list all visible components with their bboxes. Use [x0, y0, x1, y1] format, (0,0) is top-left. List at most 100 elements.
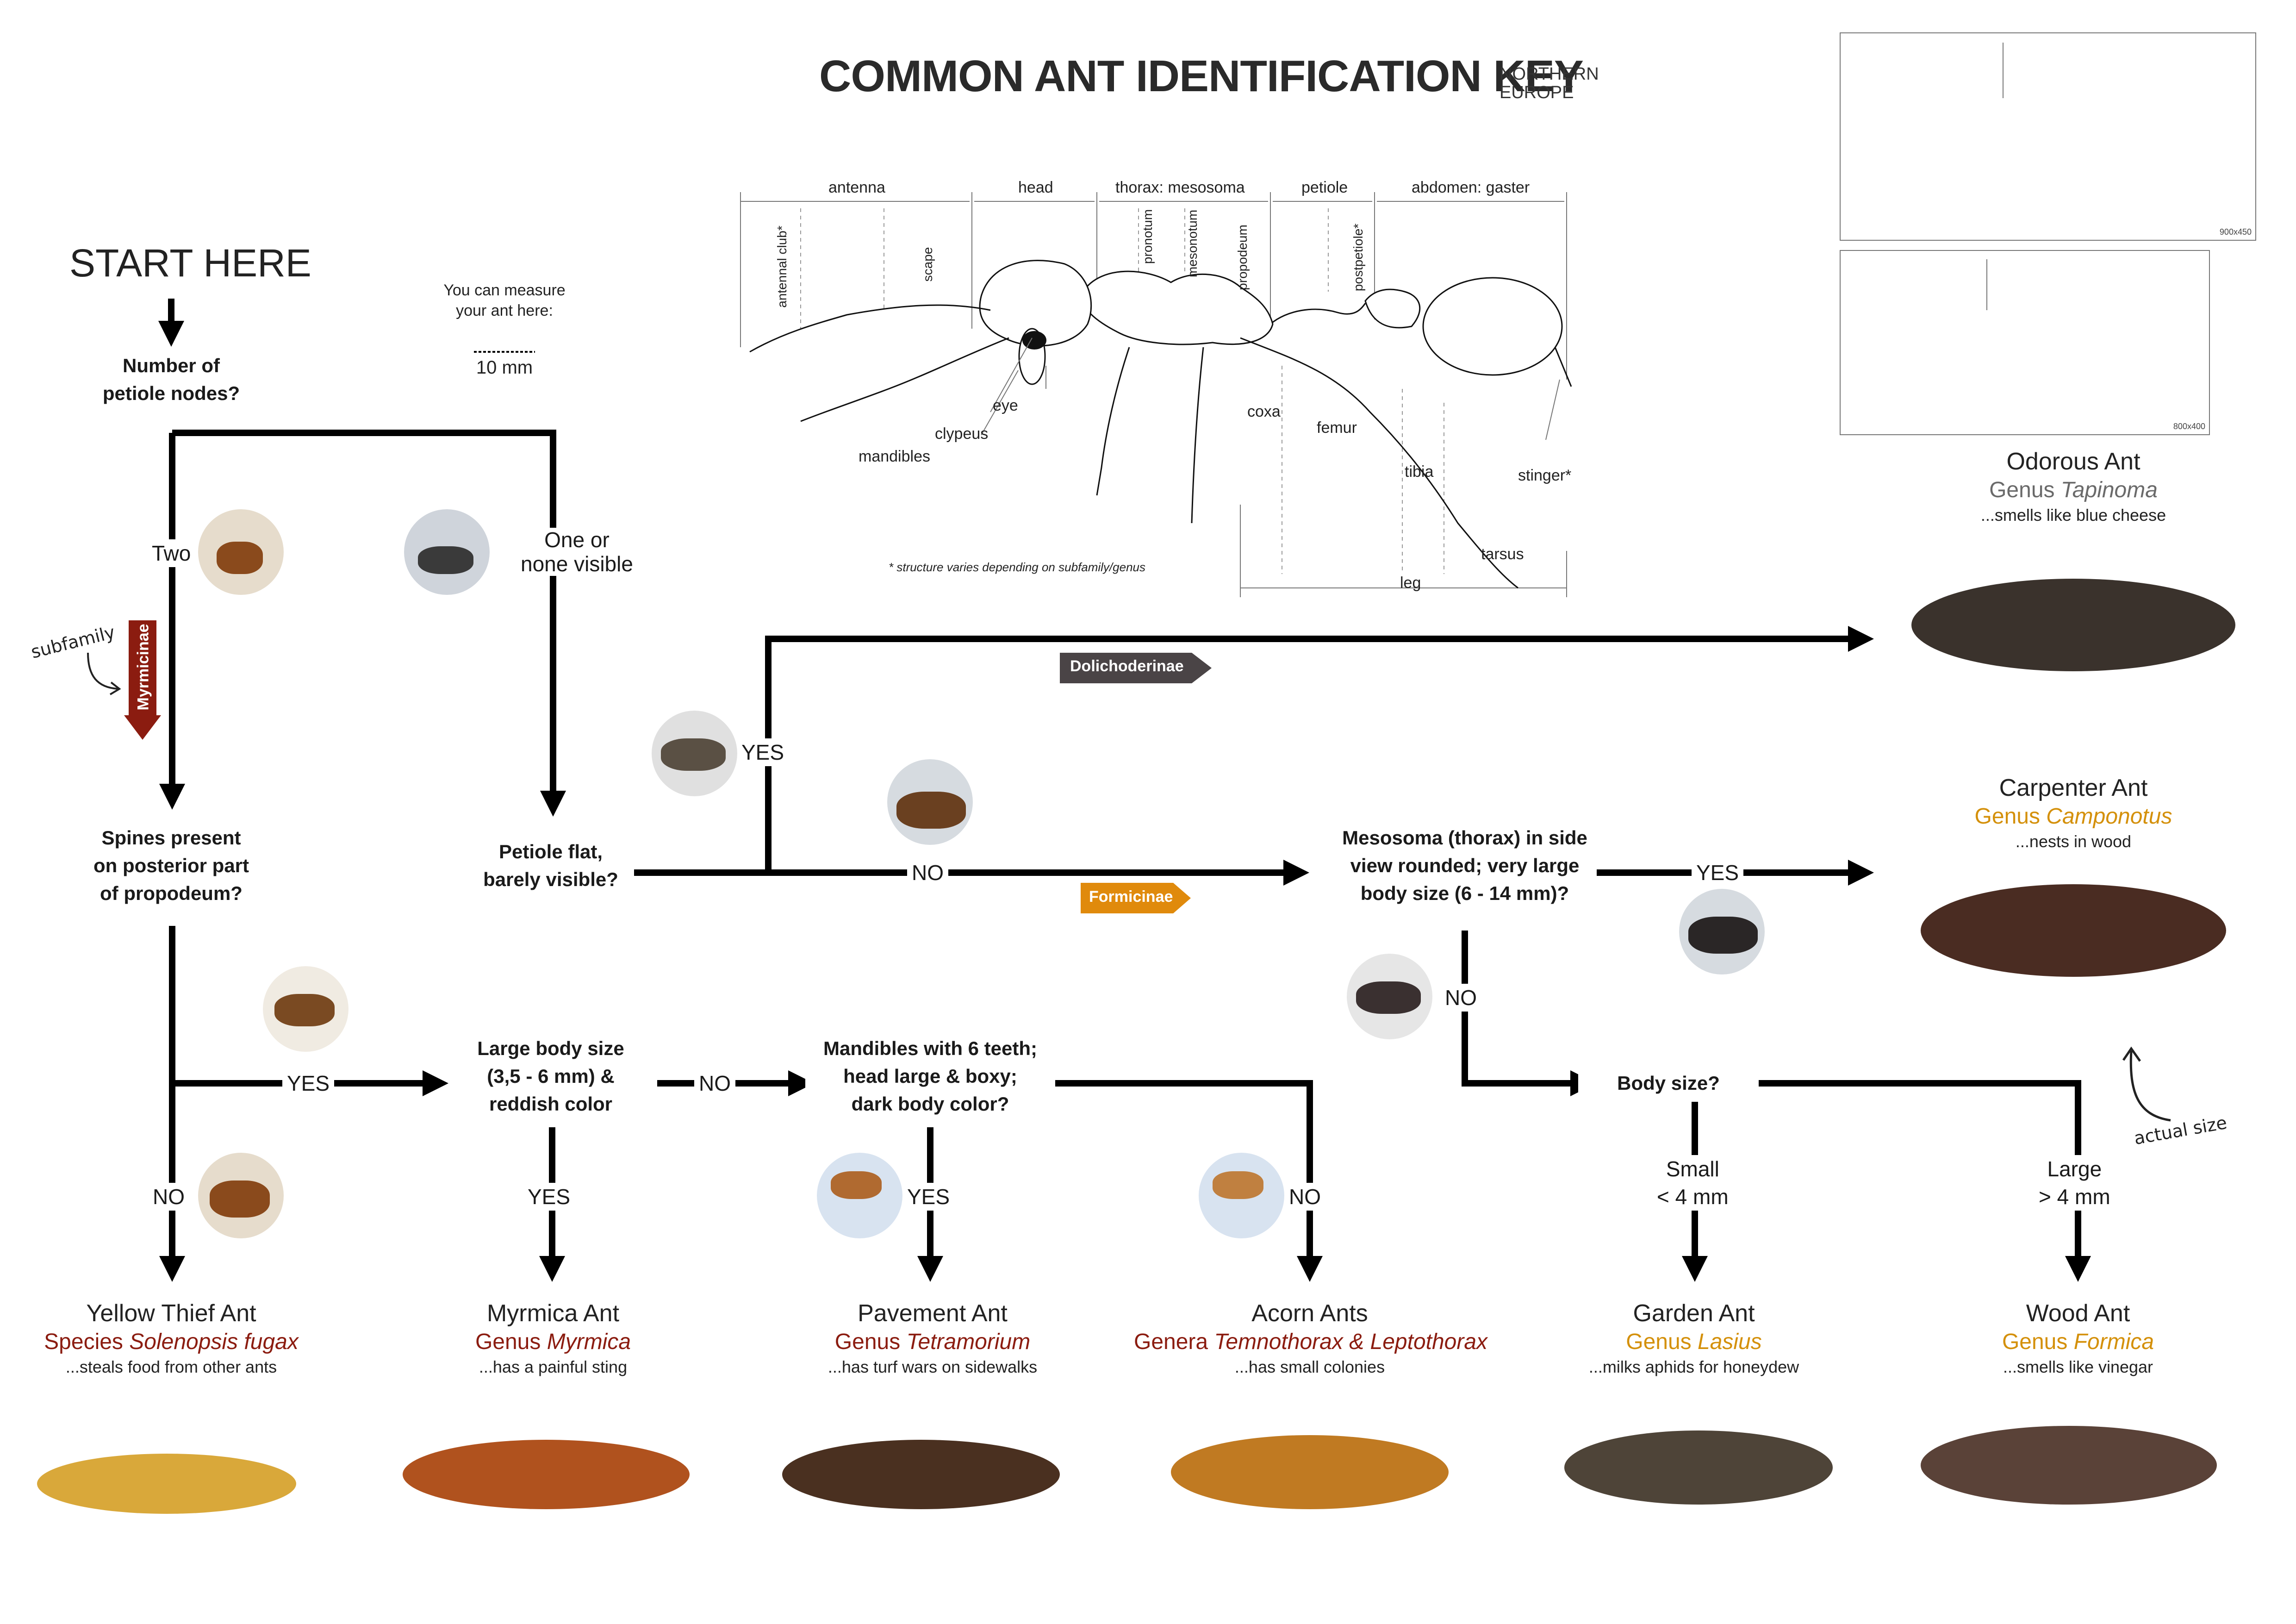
question-body-size: Body size?	[1578, 1069, 1759, 1097]
detail-photo-few-teeth	[1199, 1153, 1284, 1238]
answer-mesosoma-no: NO	[1440, 984, 1481, 1012]
species-rank: Genus	[2002, 1330, 2068, 1354]
detail-photo-raised-petiole	[887, 759, 973, 845]
answer-mandibles-no: NO	[1284, 1183, 1325, 1211]
placeholder-small: 800x400	[1840, 250, 2210, 435]
anat-postpetiole: postpetiole*	[1351, 223, 1365, 292]
species-scientific-name: Genera Temnothorax & Leptothorax	[1134, 1328, 1487, 1356]
answer-one-or-none: One or none visible	[516, 528, 638, 576]
species-latin: Tapinoma	[2060, 478, 2158, 502]
species-note: ...milks aphids for honeydew	[1588, 1357, 1799, 1376]
anat-coxa: coxa	[1247, 403, 1281, 420]
species-latin: Solenopsis fugax	[129, 1330, 299, 1354]
detail-photo-body	[418, 546, 473, 574]
placeholder-large: 900x450	[1840, 32, 2256, 241]
detail-photo-body	[210, 1181, 270, 1218]
answer-petiole-no: NO	[907, 859, 948, 887]
detail-photo-body	[1688, 917, 1758, 954]
anat-antenna: antenna	[828, 179, 885, 196]
dolichoderinae-tag-label: Dolichoderinae	[1070, 657, 1184, 675]
species-scientific-name: Genus Camponotus	[1921, 803, 2226, 831]
species-card-acorn: Acorn Ants Genera Temnothorax & Leptotho…	[1134, 1299, 1487, 1378]
anat-mesonotum: mesonotum	[1185, 209, 1200, 278]
ant-appendages	[749, 304, 1572, 589]
anat-tarsus: tarsus	[1481, 545, 1524, 563]
species-scientific-name: Genus Formica	[1925, 1328, 2231, 1356]
q5-line-2: head large & boxy;	[843, 1065, 1017, 1087]
species-common-name: Myrmica Ant	[486, 1300, 620, 1327]
answer-small: Small < 4 mm	[1652, 1155, 1733, 1211]
species-latin: Tetramorium	[906, 1330, 1031, 1354]
species-latin: Myrmica	[547, 1330, 631, 1354]
species-card-pavement: Pavement Ant Genus Tetramorium ...has tu…	[782, 1299, 1083, 1378]
q5-line-3: dark body color?	[851, 1093, 1009, 1115]
species-common-name: Carpenter Ant	[1999, 775, 2148, 801]
species-note: ...has turf wars on sidewalks	[828, 1357, 1038, 1376]
ant-photo-odorous	[1911, 579, 2235, 671]
answer-large-no: NO	[694, 1069, 735, 1097]
anat-femur: femur	[1317, 419, 1357, 437]
species-rank: Genus	[475, 1330, 541, 1354]
detail-photo-body	[896, 792, 966, 829]
answer-large-line-2: > 4 mm	[2039, 1185, 2110, 1209]
species-note: ...has small colonies	[1234, 1357, 1385, 1376]
answer-large-line-1: Large	[2047, 1157, 2102, 1181]
species-common-name: Acorn Ants	[1251, 1300, 1368, 1327]
dolichoderinae-tag-shape	[1060, 653, 1212, 683]
species-note: ...smells like blue cheese	[1980, 506, 2166, 525]
page-title: COMMON ANT IDENTIFICATION KEY	[819, 51, 1584, 101]
species-card-garden: Garden Ant Genus Lasius ...milks aphids …	[1541, 1299, 1847, 1378]
species-latin: Lasius	[1698, 1330, 1762, 1354]
q4-line-3: reddish color	[489, 1093, 613, 1115]
species-common-name: Garden Ant	[1633, 1300, 1755, 1327]
answer-large-yes: YES	[523, 1183, 575, 1211]
species-note: ...nests in wood	[2015, 832, 2132, 851]
actual-size-arrow	[2122, 1046, 2171, 1122]
anat-clypeus: clypeus	[935, 425, 989, 443]
species-scientific-name: Genus Tetramorium	[782, 1328, 1083, 1356]
anat-petiole: petiole	[1301, 179, 1348, 196]
answer-one-line-1: One or	[544, 528, 610, 552]
species-common-name: Pavement Ant	[858, 1300, 1008, 1327]
anat-head: head	[1018, 179, 1053, 196]
ant-photo-wood	[1921, 1426, 2217, 1505]
arrow-mesosoma-no	[1462, 931, 1596, 1096]
detail-photo-two-nodes	[198, 509, 284, 595]
arrow-body-large	[1759, 1080, 2091, 1282]
ant-outline	[979, 260, 1563, 385]
answer-one-line-2: none visible	[521, 552, 633, 576]
anat-tibia: tibia	[1405, 463, 1434, 481]
species-card-carpenter: Carpenter Ant Genus Camponotus ...nests …	[1921, 773, 2226, 853]
detail-photo-mandible	[1213, 1171, 1263, 1199]
placeholder-large-size: 900x450	[2219, 227, 2252, 237]
species-scientific-name: Genus Tapinoma	[1921, 476, 2226, 504]
species-rank: Genus	[834, 1330, 901, 1354]
anat-leg: leg	[1400, 574, 1421, 592]
q1-line-2: petiole nodes?	[102, 382, 240, 404]
measure-line-1: You can measure	[443, 281, 566, 299]
formicinae-tag-label: Formicinae	[1089, 888, 1173, 906]
region-label: NORTHERN EUROPE	[1500, 65, 1599, 102]
formicinae-tag-shape	[1081, 883, 1191, 913]
species-rank: Genus	[1974, 804, 2040, 829]
species-latin: Formica	[2073, 1330, 2154, 1354]
anat-mandibles: mandibles	[859, 448, 930, 465]
myrmicinae-tag-shape	[124, 620, 161, 740]
ant-eye	[1022, 331, 1046, 350]
q2-line-2: on posterior part	[93, 855, 249, 876]
species-rank: Genera	[1134, 1330, 1208, 1354]
detail-photo-one-node	[404, 509, 490, 595]
question-spines: Spines present on posterior part of prop…	[74, 824, 268, 907]
species-rank: Genus	[1626, 1330, 1692, 1354]
species-note: ...steals food from other ants	[65, 1357, 277, 1376]
anat-abdomen: abdomen: gaster	[1412, 179, 1530, 196]
answer-small-line-2: < 4 mm	[1657, 1185, 1729, 1209]
answer-large: Large > 4 mm	[2034, 1155, 2115, 1211]
measure-line-2: your ant here:	[456, 302, 553, 319]
species-latin: Camponotus	[2046, 804, 2172, 829]
detail-photo-body	[1356, 981, 1421, 1014]
arrow-one-or-none	[172, 430, 566, 817]
anat-antennal-club: antennal club*	[775, 225, 789, 308]
detail-photo-flat-petiole	[652, 711, 737, 796]
